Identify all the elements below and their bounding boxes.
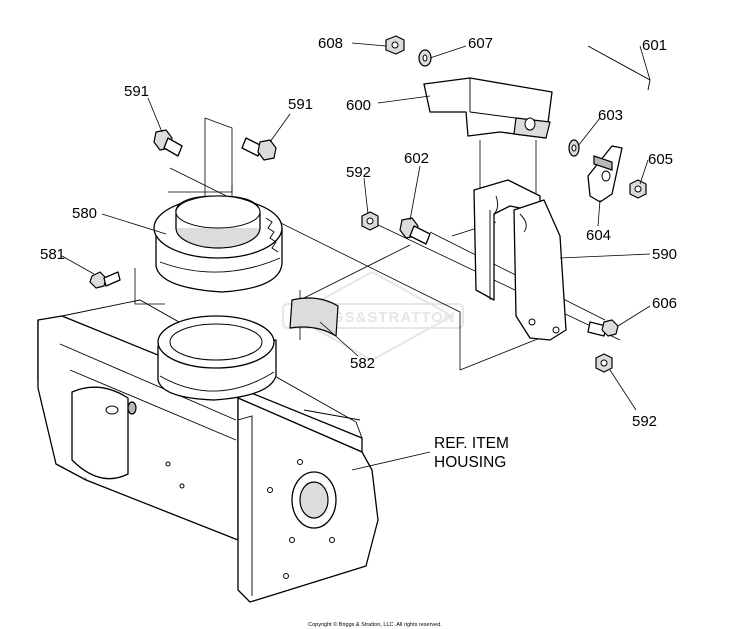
part-603-washer	[568, 139, 580, 157]
callout-592-b: 592	[632, 413, 657, 430]
part-607-washer	[418, 49, 432, 67]
callout-608: 608	[318, 35, 343, 52]
part-604-lever	[587, 145, 623, 203]
callout-590: 590	[652, 246, 677, 263]
part-581-bolt	[89, 271, 121, 289]
copyright-notice: Copyright © Briggs & Stratton, LLC. All …	[308, 621, 442, 628]
callout-604: 604	[586, 227, 611, 244]
callout-607: 607	[468, 35, 493, 52]
callout-602: 602	[404, 150, 429, 167]
callout-582: 582	[350, 355, 375, 372]
callout-601: 601	[642, 37, 667, 54]
callout-581: 581	[40, 246, 65, 263]
callout-603: 603	[598, 107, 623, 124]
reference-label-line1: REF. ITEM	[434, 435, 509, 452]
callout-606: 606	[652, 295, 677, 312]
callout-600: 600	[346, 97, 371, 114]
callout-591-b: 591	[288, 96, 313, 113]
part-602-bolt	[399, 217, 431, 245]
part-605-nut	[629, 179, 647, 199]
reference-label-line2: HOUSING	[434, 454, 506, 471]
part-590-deflector	[473, 179, 567, 341]
part-606-bolt	[587, 319, 619, 337]
part-592-nut-upper	[361, 211, 379, 231]
callout-591-a: 591	[124, 83, 149, 100]
part-592-nut-lower	[595, 353, 613, 373]
reference-housing	[37, 299, 379, 603]
part-608-nut	[385, 35, 405, 55]
callout-580: 580	[72, 205, 97, 222]
part-580-chute-ring	[153, 195, 283, 293]
leader-lines	[61, 42, 651, 471]
part-582-shim	[289, 297, 339, 337]
callout-labels: 608 607 601 600 603 605 604 590 591 591 …	[40, 35, 677, 471]
part-591-bolt-a	[153, 129, 183, 157]
callout-605: 605	[648, 151, 673, 168]
callout-592-a: 592	[346, 164, 371, 181]
part-601-pin	[587, 45, 651, 91]
part-600-bracket	[423, 77, 553, 139]
part-591-bolt-b	[241, 137, 277, 161]
